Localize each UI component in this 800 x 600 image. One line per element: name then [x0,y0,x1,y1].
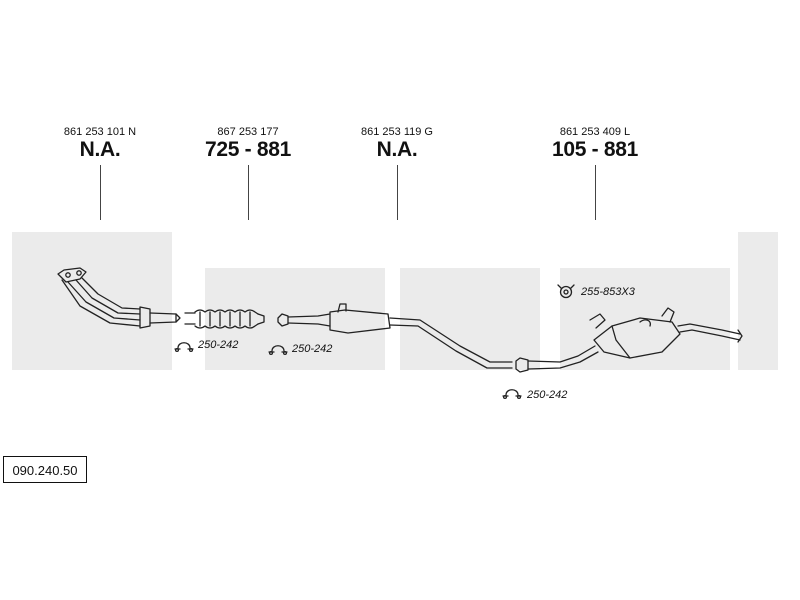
middle-silencer-part [277,303,513,369]
part-code-2: 725 - 881 [204,138,292,161]
callout-line-4 [595,165,596,220]
part-code-3: N.A. [376,138,418,161]
watermark-letter-b [12,232,172,370]
clamp-icon [268,345,288,356]
clamp-label-1: 250-242 [198,339,239,351]
watermark-letter-o [205,268,385,370]
callout-line-2 [248,165,249,220]
front-pipe-part [57,267,181,329]
diagram-number-box: 090.240.50 [3,456,87,483]
callout-line-3 [397,165,398,220]
part-number-2: 867 253 177 [217,126,279,138]
part-code-4: 105 - 881 [551,138,639,161]
watermark-letter-l [738,232,778,370]
watermark-letter-s [400,268,540,370]
part-number-4: 861 253 409 L [559,126,631,138]
clamp-label-2: 250-242 [292,343,333,355]
mount-label: 255-853X3 [581,286,635,298]
part-number-1: 861 253 101 N [63,126,137,138]
clamp-label-3: 250-242 [527,389,568,401]
callout-line-1 [100,165,101,220]
rubber-mount-icon [557,284,575,299]
part-code-1: N.A. [79,138,121,161]
part-number-3: 861 253 119 G [361,126,433,138]
flex-pipe-part [184,309,265,329]
clamp-icon [174,342,194,353]
rear-silencer-part [515,307,743,373]
clamp-icon [502,389,522,400]
